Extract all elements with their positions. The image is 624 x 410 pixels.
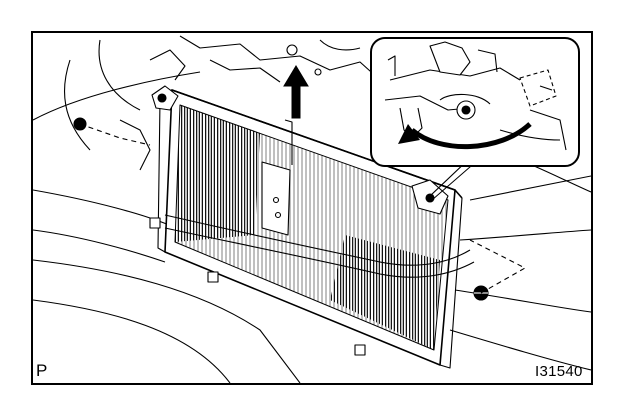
guide-line: [469, 239, 526, 294]
rotation-arrow: [410, 122, 532, 149]
lift-up-arrow: [283, 65, 309, 119]
bracket-right: [411, 179, 449, 215]
detail-inset: [370, 37, 580, 167]
corner-mark: P: [36, 361, 48, 380]
condenser: [149, 89, 475, 369]
engine-bay: [119, 35, 381, 171]
figure-id: I31540: [535, 363, 583, 380]
bracket-top-left: [151, 85, 179, 111]
